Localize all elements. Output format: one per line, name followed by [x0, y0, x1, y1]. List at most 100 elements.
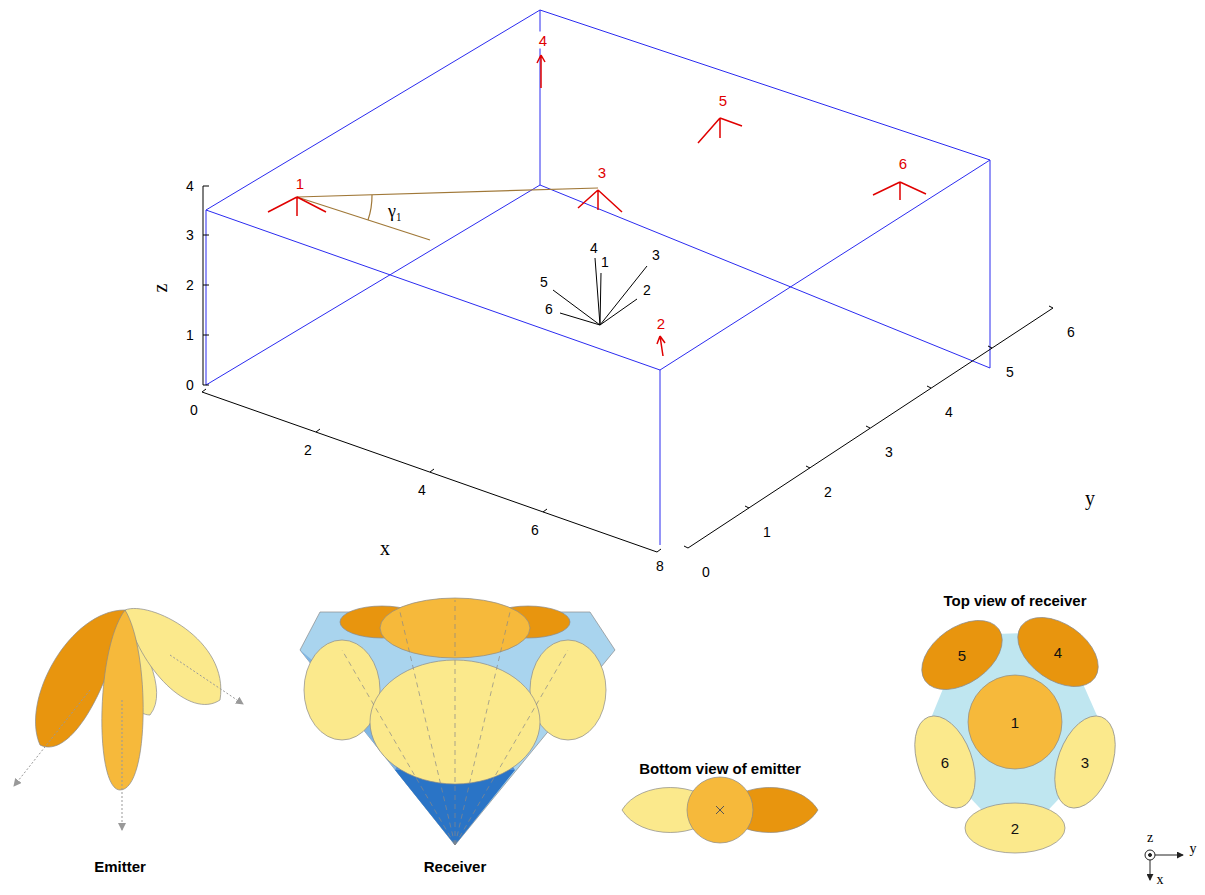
tick-label: 0 [186, 377, 194, 393]
emitter-number: 4 [538, 32, 548, 49]
emitter-axis-arrow-part [14, 690, 90, 786]
plot-axes-part [684, 546, 688, 548]
receiver-directions-part [595, 258, 600, 325]
plot-axes-part [202, 392, 657, 552]
receiver-illustration [300, 598, 615, 845]
emitter-symbol-part [657, 336, 665, 356]
plot-axes-part [543, 509, 547, 512]
plot-axes-part [203, 186, 209, 187]
element-number: 1 [1011, 715, 1019, 730]
plot-axes-part [203, 335, 209, 336]
tick-label: 4 [186, 178, 194, 194]
tick-label: 8 [656, 558, 664, 574]
figure-caption: Receiver [424, 858, 487, 875]
receiver-element: 6 [895, 712, 995, 812]
axis-indicator-label: z [1147, 830, 1153, 846]
tick-label: 4 [418, 482, 426, 498]
tick-label: 3 [885, 444, 893, 460]
emitter-bottom-view [622, 777, 818, 843]
emitter-axis-arrow [14, 655, 243, 830]
emitter-number: 2 [656, 315, 666, 332]
axis-title: z [149, 284, 172, 293]
emitter-symbol [268, 55, 926, 356]
receiver-number: 3 [652, 247, 660, 263]
tick-label: 1 [763, 524, 771, 540]
axis-indicator-label: x [1157, 872, 1164, 888]
plot-axes-part [203, 385, 209, 386]
receiver-element: 2 [963, 776, 1067, 880]
room-box-part [206, 210, 660, 370]
receiver-illustration-part [530, 640, 606, 740]
element-shape [1043, 708, 1127, 817]
axis-indicator-part [1150, 860, 1151, 880]
axis-title: x [380, 537, 390, 560]
axis-indicator [1145, 850, 1183, 880]
plot-axes-part [806, 466, 810, 468]
tick-label: 3 [186, 227, 194, 243]
room-box-part [540, 185, 990, 368]
tick-label: 2 [824, 484, 832, 500]
emitter-illustration [36, 608, 221, 790]
receiver-number: 5 [540, 274, 548, 290]
emitter-bottom-view-part [687, 777, 753, 843]
axis-indicator-part [1155, 855, 1183, 856]
plot-axes-part [430, 469, 434, 472]
emitter-axis-arrow-part [122, 700, 123, 830]
room-box-part [206, 10, 540, 210]
plot-axes-part [988, 346, 992, 348]
angle-lines-part [297, 197, 430, 240]
receiver-number: 1 [601, 254, 609, 270]
tick-label: 6 [531, 522, 539, 538]
element-number: 3 [1081, 755, 1089, 770]
room-box-part [660, 160, 990, 370]
tick-label: 6 [1067, 324, 1075, 340]
plot-axes-part [203, 285, 209, 286]
angle-label: γ₁ [388, 201, 402, 222]
plot-axes-part [316, 429, 320, 432]
receiver-directions-part [600, 266, 647, 325]
receiver-number: 2 [643, 282, 651, 298]
axis-title: y [1085, 487, 1095, 510]
tick-label: 0 [190, 402, 198, 418]
axis-indicator-part [1149, 854, 1152, 857]
element-number: 2 [1011, 821, 1019, 836]
emitter-number: 3 [597, 164, 607, 181]
plot-axes-part [203, 235, 209, 236]
receiver-illustration-part-part [455, 612, 510, 845]
receiver-number: 4 [590, 240, 598, 256]
plot-axes-part [1049, 306, 1053, 308]
axis-indicator-part [1145, 850, 1155, 860]
emitter-number: 1 [295, 175, 305, 192]
emitter-symbol-part [698, 118, 742, 143]
receiver-illustration-part [304, 640, 380, 740]
receiver-number: 6 [545, 301, 553, 317]
room-box [206, 10, 990, 545]
emitter-number: 5 [718, 92, 728, 109]
figure-caption: Emitter [94, 858, 146, 875]
axis-indicator-label: y [1190, 841, 1197, 857]
element-shape [968, 675, 1062, 769]
figure-caption: Bottom view of emitter [639, 760, 801, 777]
emitter-symbol-part [578, 190, 622, 212]
room-box-part [206, 185, 540, 385]
receiver-directions-part [560, 313, 600, 325]
element-number: 5 [958, 648, 966, 663]
receiver-directions [553, 258, 647, 325]
tick-label: 2 [304, 442, 312, 458]
emitter-number: 6 [898, 155, 908, 172]
receiver-illustration-part-part [400, 612, 455, 845]
receiver-directions-part [600, 273, 601, 325]
plot-axes [202, 186, 1053, 552]
receiver-illustration-part-part [455, 650, 568, 845]
room-box-part [660, 370, 661, 545]
emitter-symbol-part [537, 55, 545, 88]
plot-axes-part [688, 308, 1053, 548]
receiver-element: 3 [1035, 712, 1135, 812]
room-box-part [990, 160, 991, 368]
plot-axes-part [866, 426, 870, 428]
figure-caption: Top view of receiver [943, 592, 1086, 609]
plot-axes-part [927, 386, 931, 388]
angle-lines-part [297, 188, 598, 197]
tick-label: 2 [186, 277, 194, 293]
plot-axes-part [657, 549, 661, 552]
